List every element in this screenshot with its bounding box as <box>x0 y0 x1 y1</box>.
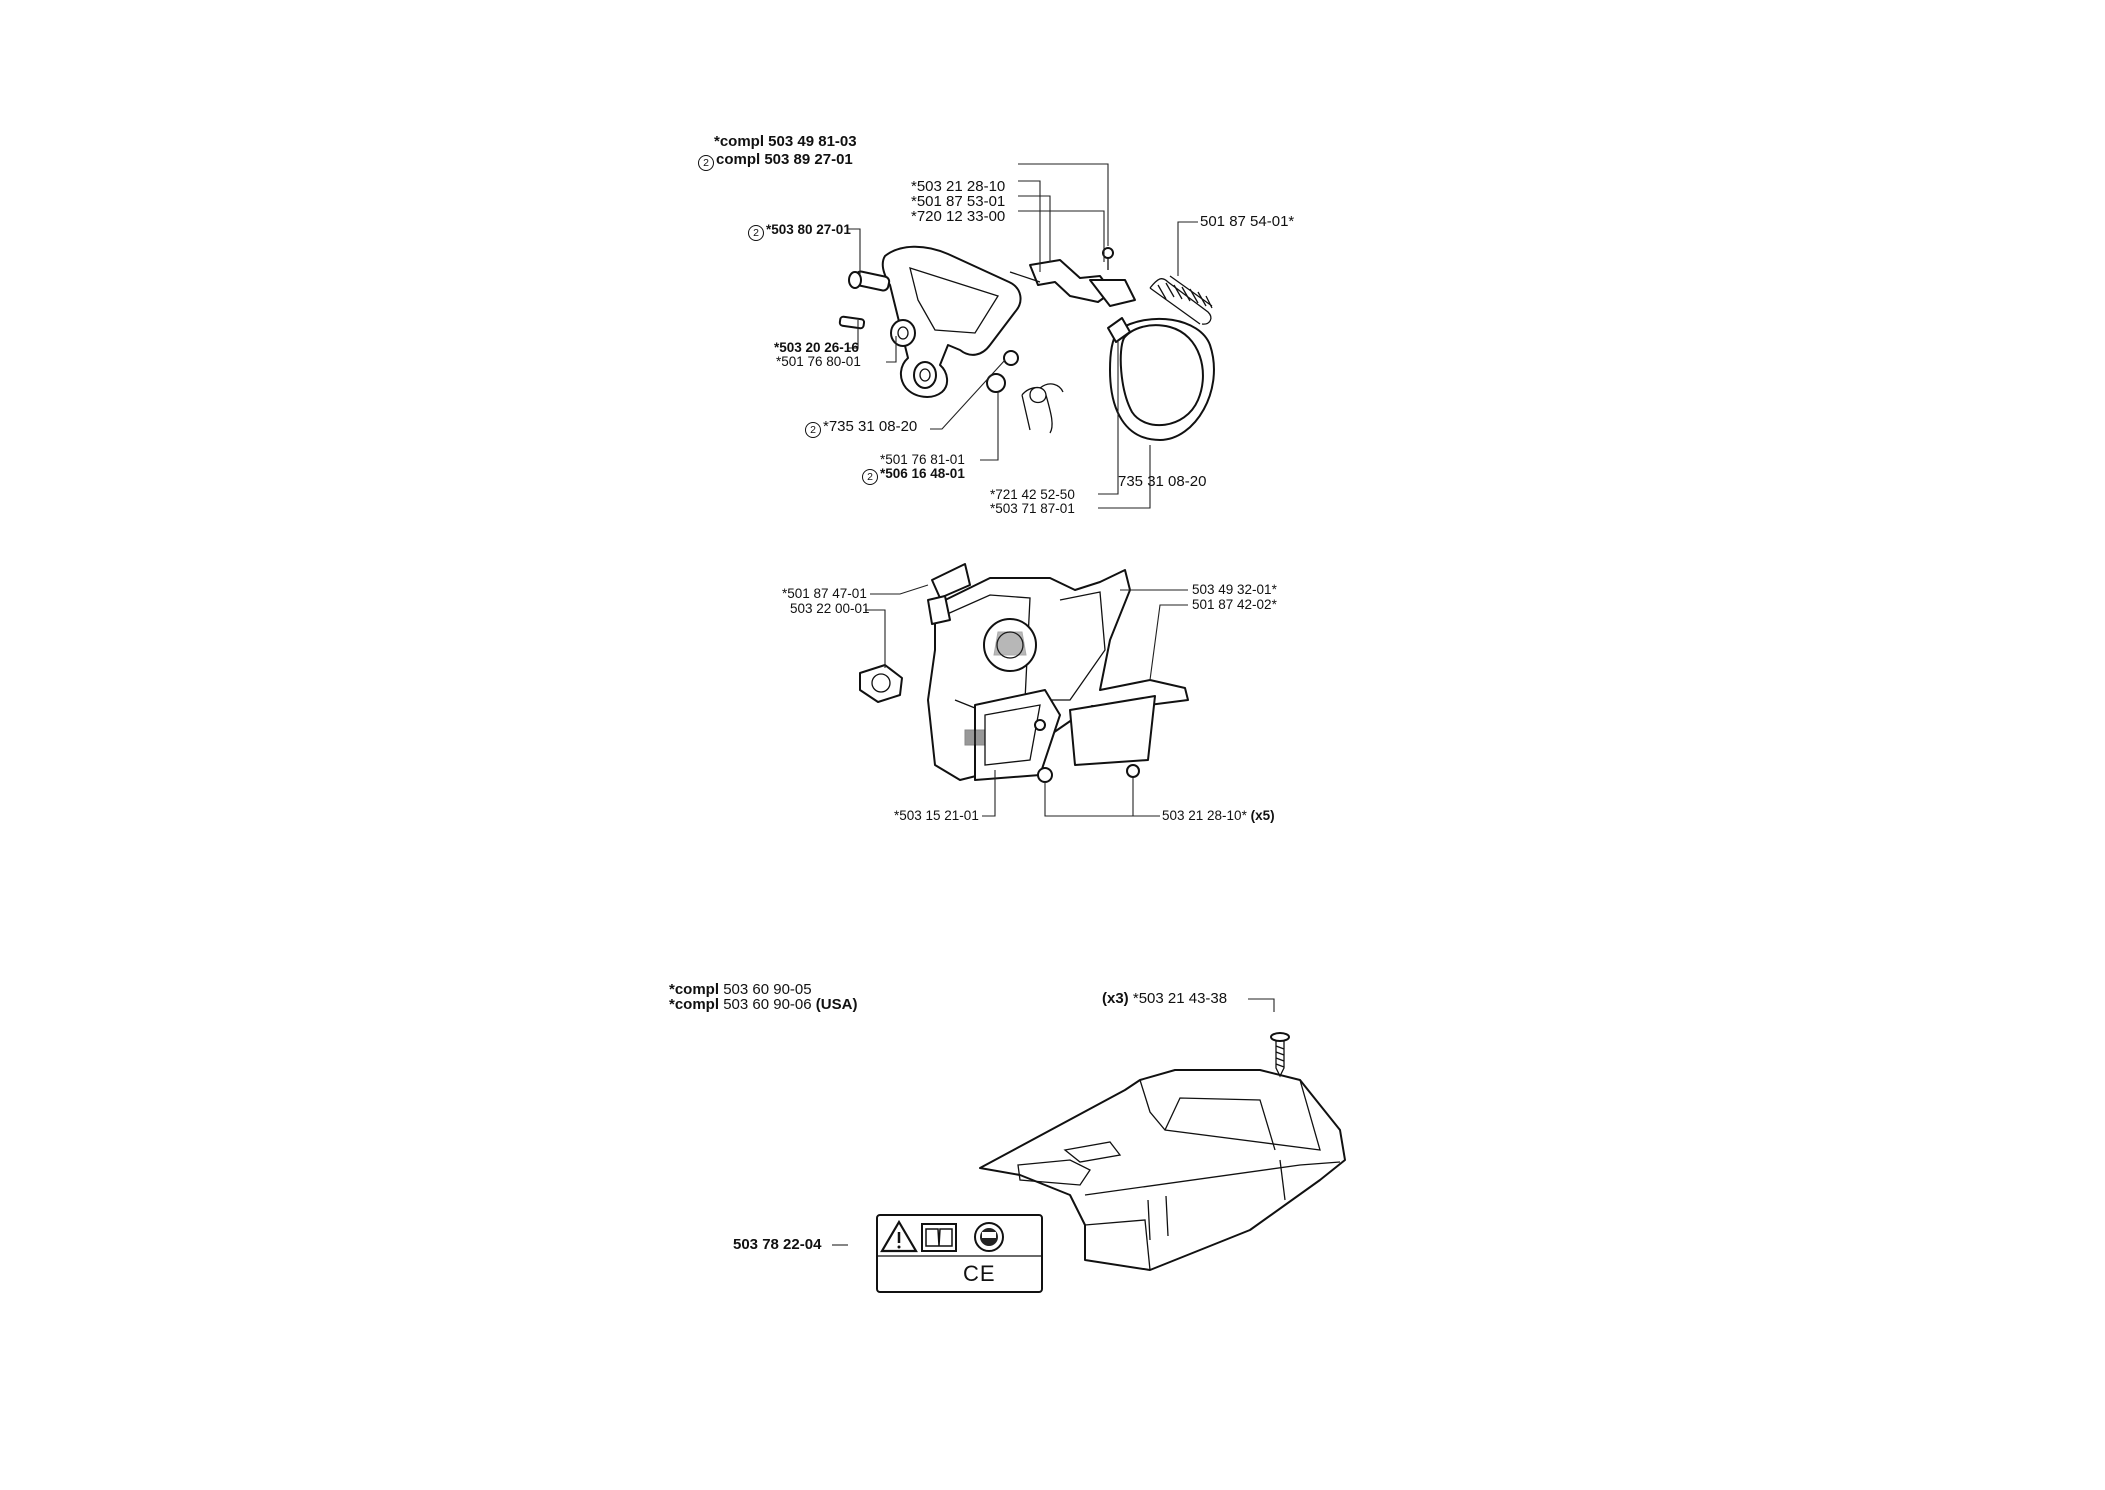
warning-triangle-icon <box>880 1219 918 1253</box>
label-501-76-80-01: *501 76 80-01 <box>776 354 861 369</box>
bottom-assembly-compl-2: *compl 503 60 90-06 (USA) <box>669 996 858 1013</box>
top-leader-lines <box>848 163 1198 509</box>
label-501-87-54-01: 501 87 54-01* <box>1200 213 1295 230</box>
label-503-49-32-01: 503 49 32-01* <box>1192 582 1277 597</box>
middle-leader-lines <box>865 584 1188 817</box>
label-503-71-87-01: *503 71 87-01 <box>990 501 1075 516</box>
label-503-20-26-16: *503 20 26-16 <box>774 340 859 355</box>
chain-brake-handle-assembly <box>838 245 1215 441</box>
label-506-16-48-01: 2*506 16 48-01 <box>862 467 965 485</box>
warning-decal-part <box>876 1214 1043 1293</box>
label-735-31-08-20-a: 2*735 31 08-20 <box>805 419 917 438</box>
label-503-21-28-10-top: *503 21 28-10 <box>911 178 1006 195</box>
ce-mark-icon: CE <box>963 1261 996 1286</box>
brake-band-part <box>1109 317 1215 441</box>
clutch-nut-part <box>859 664 903 703</box>
bottom-assembly-compl-1: *compl 503 60 90-05 <box>669 981 812 998</box>
label-501-87-47-01: *501 87 47-01 <box>782 586 867 601</box>
label-735-31-08-20-b: 735 31 08-20 <box>1118 473 1207 490</box>
label-503-80-27-01: 2*503 80 27-01 <box>748 223 851 241</box>
cylinder-cover-part <box>979 1069 1346 1271</box>
manual-book-icon <box>921 1223 957 1252</box>
variant-2-circle-icon: 2 <box>698 155 714 171</box>
label-501-76-81-01: *501 76 81-01 <box>880 452 965 467</box>
label-503-21-28-10-middle: 503 21 28-10* (x5) <box>1162 808 1275 823</box>
label-721-42-52-50: *721 42 52-50 <box>990 487 1075 502</box>
label-503-21-43-38: (x3) *503 21 43-38 <box>1102 990 1228 1007</box>
label-501-87-42-02: 501 87 42-02* <box>1192 597 1277 612</box>
label-503-78-22-04: 503 78 22-04 <box>733 1236 822 1253</box>
label-720-12-33-00: *720 12 33-00 <box>911 208 1006 225</box>
ear-protection-icon <box>974 1222 1004 1252</box>
top-assembly-compl-1: *compl 503 49 81-03 <box>714 133 857 150</box>
label-503-15-21-01: *503 15 21-01 <box>894 808 979 823</box>
hand-guard-part <box>881 245 1022 398</box>
brake-spring-part <box>1149 275 1213 325</box>
label-503-22-00-01: 503 22 00-01 <box>790 601 870 616</box>
clutch-cover-housing <box>859 563 1189 783</box>
cover-screw-part <box>1270 1032 1290 1078</box>
label-501-87-53-01: *501 87 53-01 <box>911 193 1006 210</box>
